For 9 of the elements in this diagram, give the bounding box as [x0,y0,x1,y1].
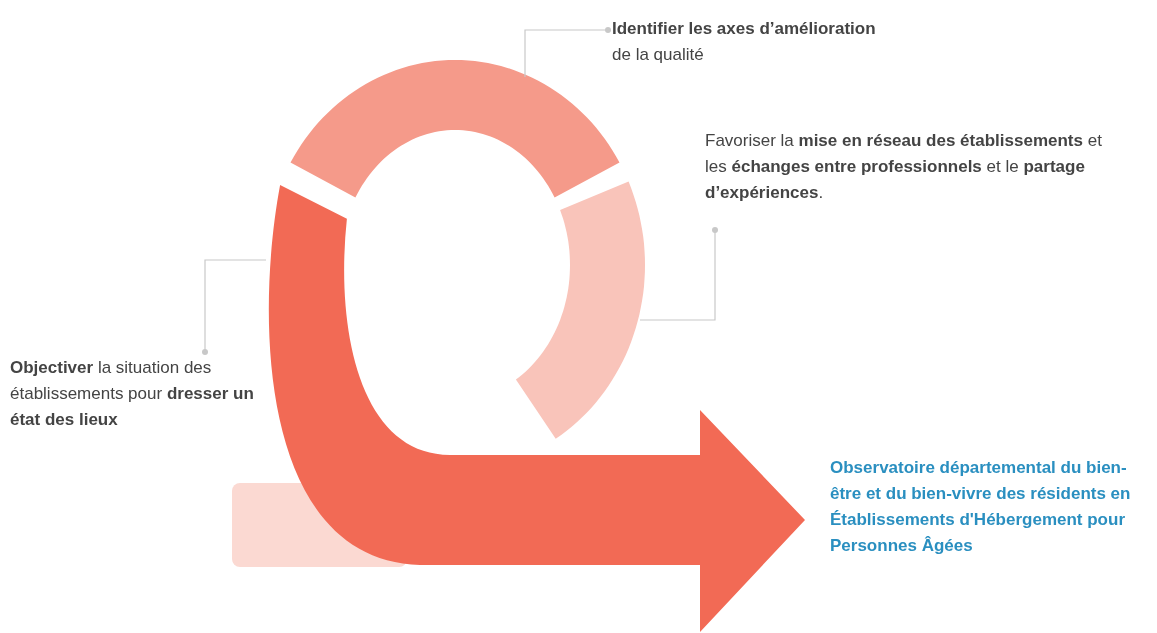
callout-text: Identifier les axes d’amélioration de la qualité [612,16,897,68]
leader-line [639,227,718,321]
callout-text: Favoriser la mise en réseau des établissements et les échanges entre professionnels et le partage d’expériences. [705,128,1125,206]
arc-segment [290,60,620,198]
leader-line [202,259,267,355]
arc-segment [515,181,645,439]
leader-line [524,27,611,78]
callout-text: Objectiver la situation des établissements pour dresser un état des lieux [10,355,270,433]
title-text: Observatoire départemental du bien-être et du bien-vivre des résidents en Établissements d'Hébergement pour Personnes Âgées [830,455,1140,559]
